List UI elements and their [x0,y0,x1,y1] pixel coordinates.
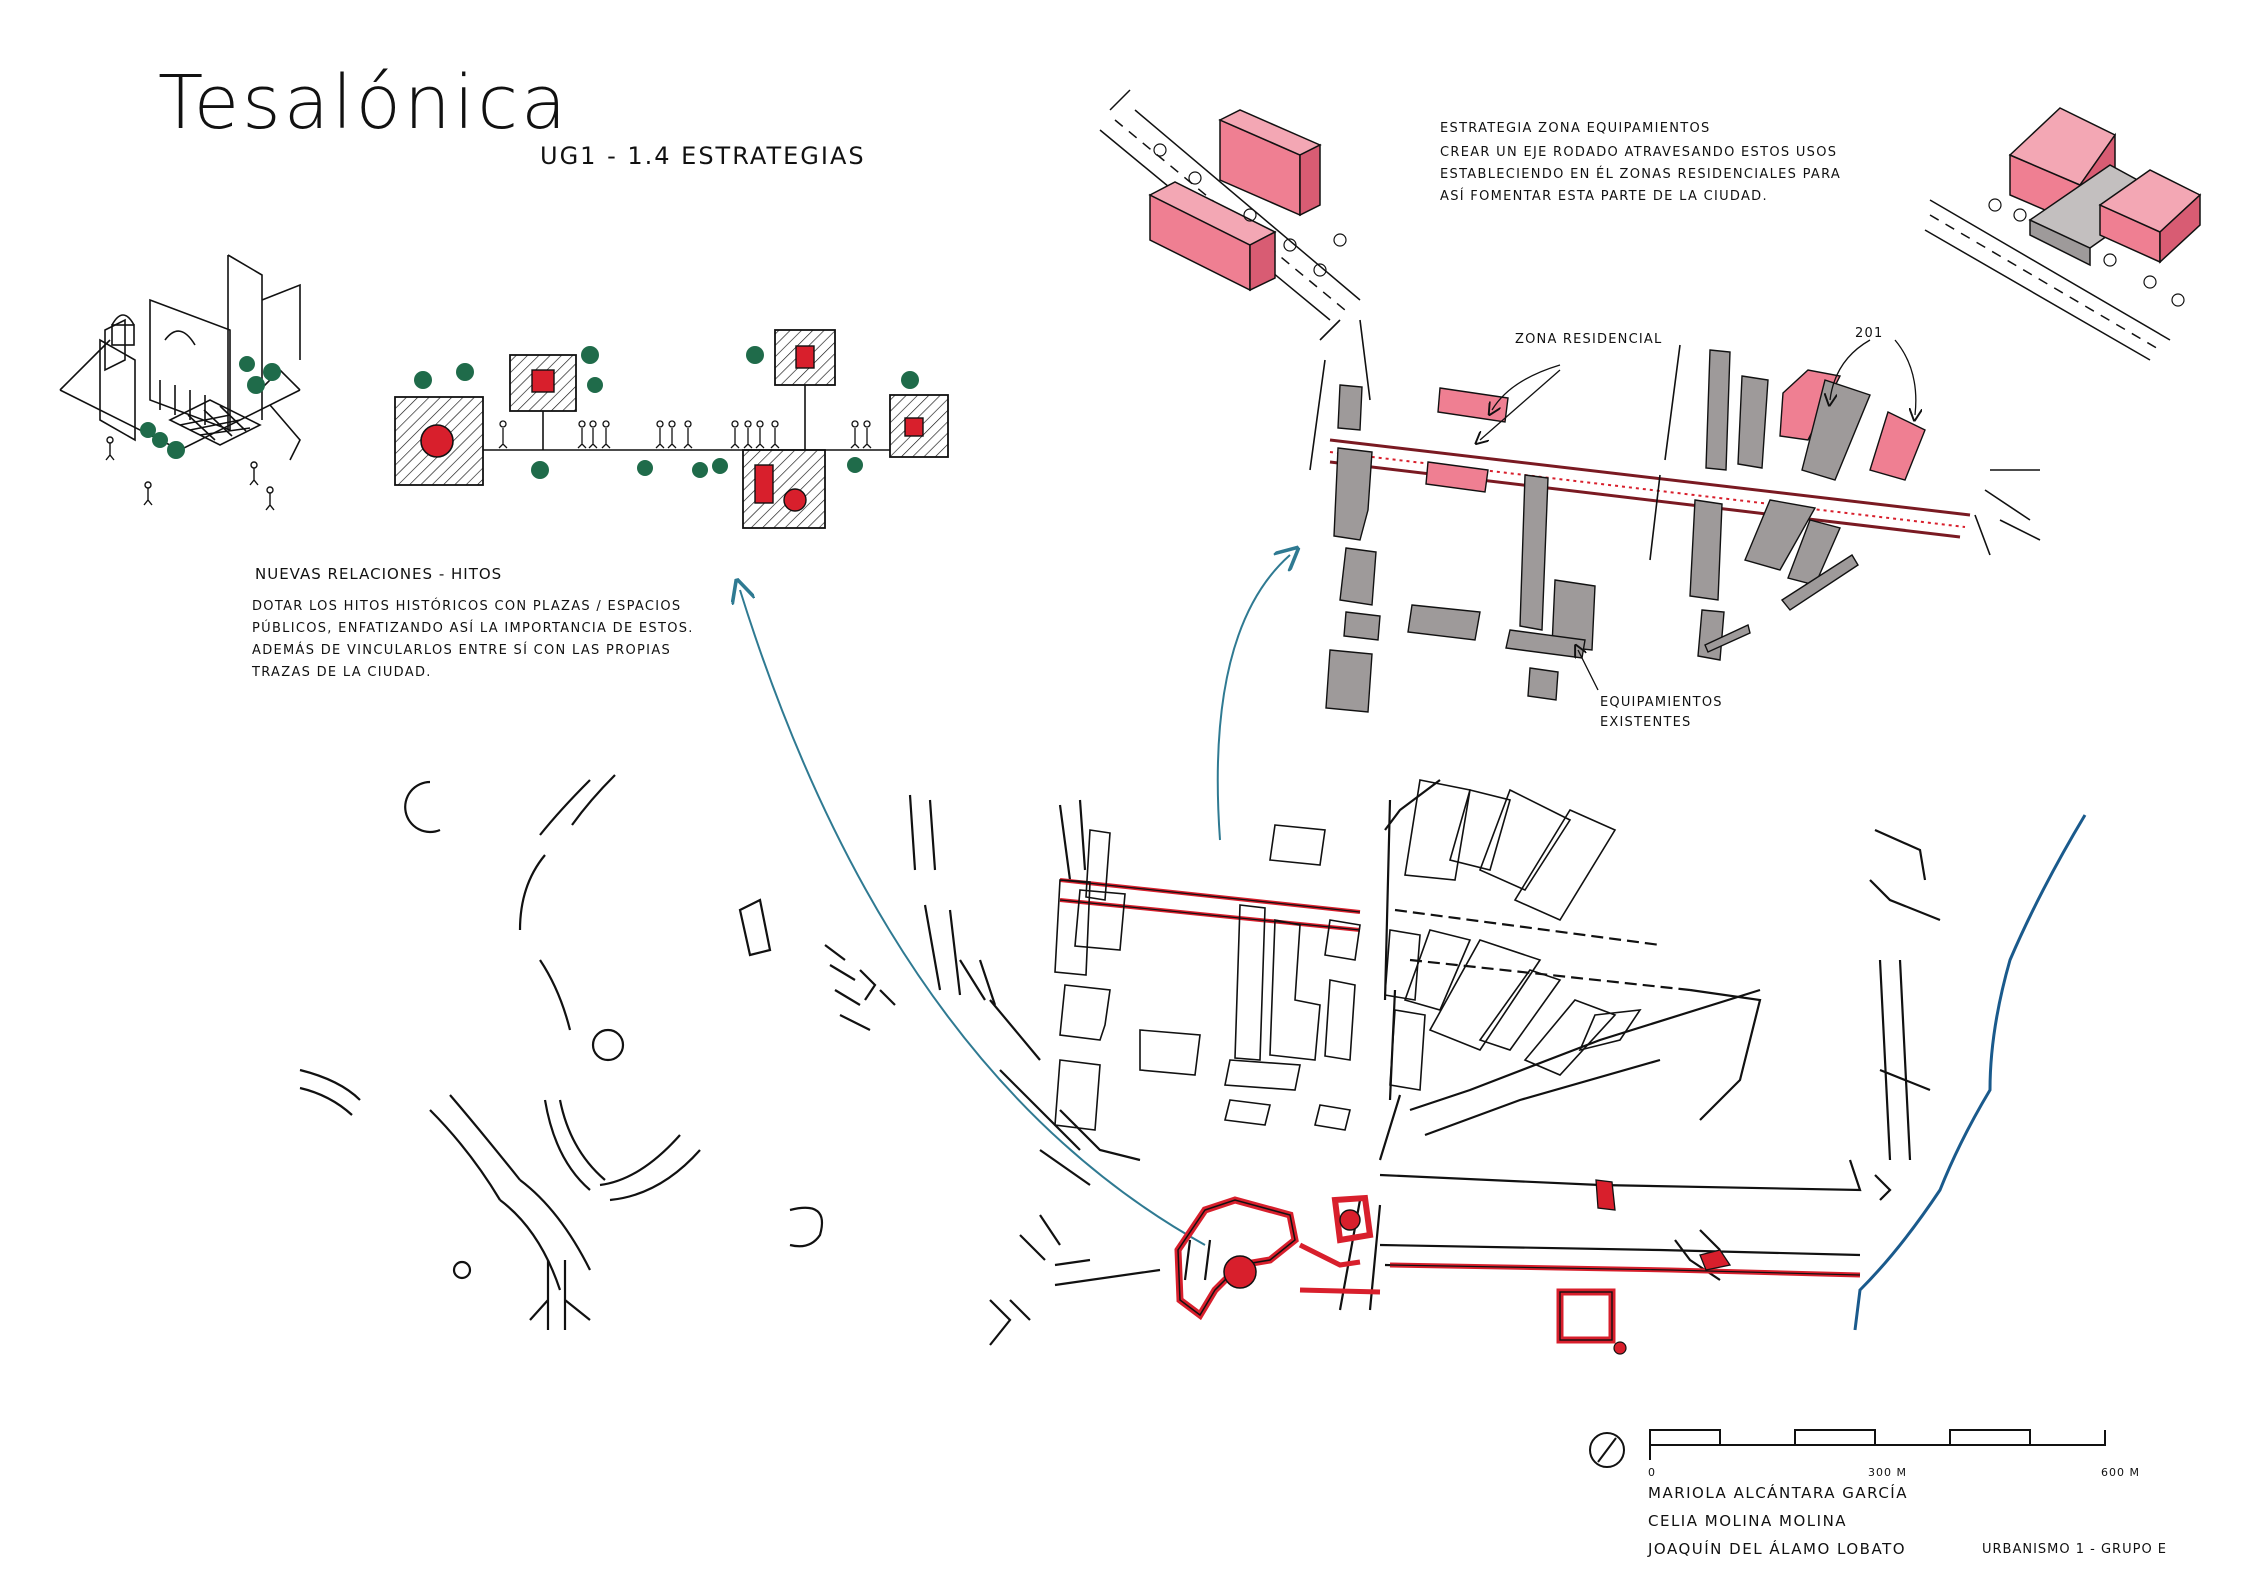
tree-icon [1153,143,1347,277]
author-name: Joaquín del Álamo Lobato [1648,1540,1907,1558]
sheet-title: Tesalónica [158,60,570,146]
tree-icon [140,356,281,459]
city-blocks [1054,779,1642,1131]
author-name: Mariola Alcántara García [1648,1484,1908,1502]
scale-bar [1649,1429,2106,1460]
hitos-plan-red [1174,1179,1861,1355]
arrow-to-equipamientos [1216,555,1290,841]
equipamientos-plan [1309,319,2041,713]
author-name: Celia Molina Molina [1648,1512,1848,1530]
tree-icon [1988,198,2185,307]
people-icons [498,420,872,449]
scale-label-start: 0 [1648,1466,1656,1479]
road-sketch-right [1924,199,2171,361]
scale-label-mid: 300 m [1868,1466,1907,1479]
city-plan [299,774,1941,1346]
hitos-diagram [394,329,949,529]
cathedral-sketch [59,254,301,461]
label-201: 201 [1855,326,1884,341]
north-arrow-icon [1589,1432,1625,1468]
hitos-description: Dotar los hitos históricos con plazas / … [252,599,694,680]
hitos-heading: Nuevas relaciones - hitos [255,565,503,583]
building-block-pink [1148,109,1322,292]
scale-label-end: 600 m [2101,1466,2140,1479]
equipamientos-heading: Estrategia zona equipamientos [1440,121,1711,136]
people-icons [105,436,275,511]
building-block-pink [2008,107,2202,267]
label-equipamientos: Equipamientos [1600,695,1723,710]
arrow-to-hitos [740,590,1206,1246]
label-existentes: existentes [1600,715,1692,730]
course-label: Urbanismo 1 - Grupo E [1982,1542,2168,1557]
sheet-subtitle: UG1 - 1.4 Estrategias [540,142,866,170]
tree-icon [414,346,919,479]
river-line [1853,814,2087,1331]
label-zona-residencial: Zona residencial [1515,332,1663,347]
equipamientos-description: Crear un eje rodado atravesando estos us… [1440,145,1842,204]
